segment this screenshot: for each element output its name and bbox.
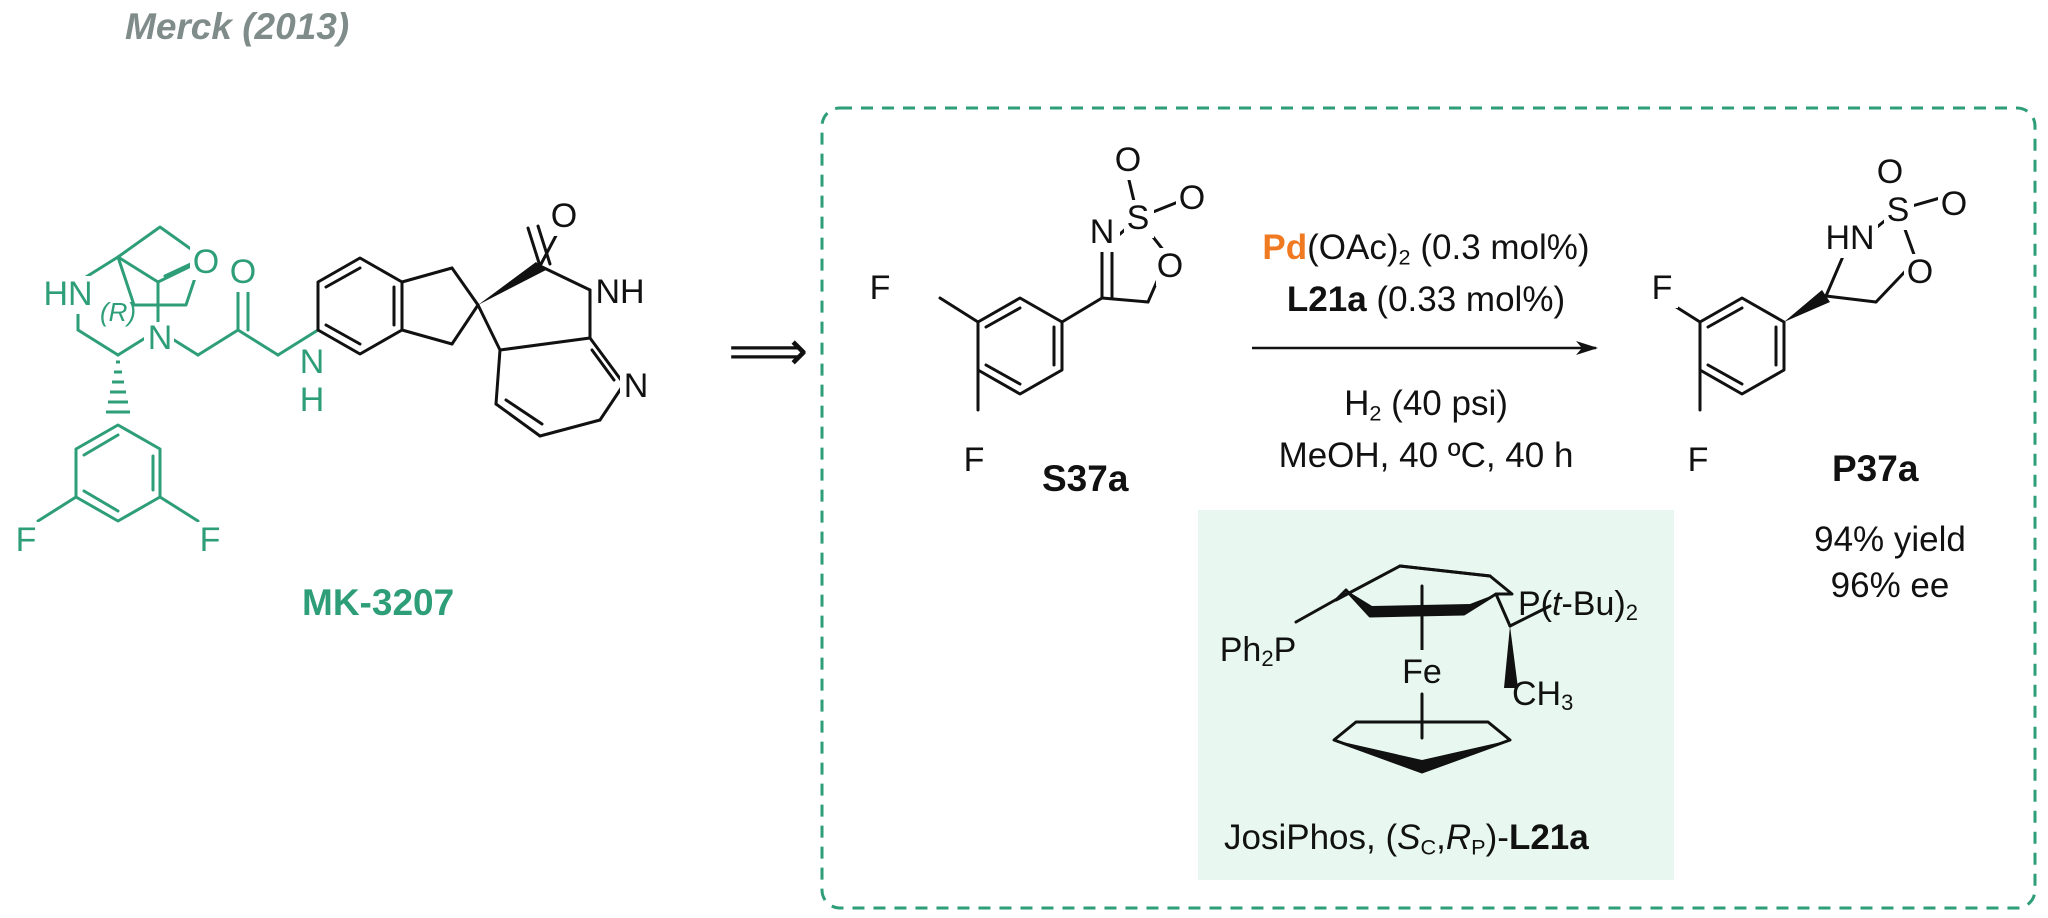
catalyst-subscript: 2 xyxy=(1398,244,1411,270)
p37a-f-bottom-label: F xyxy=(1688,441,1709,479)
mk3207-oxindole-o-label: O xyxy=(551,197,577,235)
mk3207-stereo-label: (R) xyxy=(100,297,136,327)
s37a-o-top-label: O xyxy=(1115,141,1141,179)
ligand-fe-label: Fe xyxy=(1402,653,1442,691)
josiphos-structure xyxy=(1294,564,1552,774)
mk3207-hn-label: HN xyxy=(43,275,92,313)
josiphos-r-subscript: P xyxy=(1471,834,1486,860)
retrosynthetic-arrow: ⟹ xyxy=(728,319,809,382)
mk3207-pyridine-n-label: N xyxy=(624,367,649,405)
josiphos-code: L21a xyxy=(1508,818,1589,857)
catalyst-loading: (0.3 mol%) xyxy=(1420,228,1590,267)
reaction-box xyxy=(820,106,2037,910)
hydrogen-label: H xyxy=(1344,384,1370,423)
mk3207-f-left-label: F xyxy=(16,521,37,559)
p37a-name: P37a xyxy=(1832,448,1919,489)
ee-label: 96% ee xyxy=(1830,566,1950,605)
josiphos-s-descriptor: S xyxy=(1397,818,1421,857)
mk3207-f-right-label: F xyxy=(200,521,221,559)
s37a-f-top-label: F xyxy=(870,269,891,307)
catalyst-acetate: (OAc) xyxy=(1307,228,1399,267)
ligand-line: L21a (0.33 mol%) xyxy=(1236,280,1616,320)
josiphos-s-subscript: C xyxy=(1420,834,1437,860)
ligand-panel xyxy=(1198,510,1674,880)
mk3207-amide-h-label: H xyxy=(300,381,325,419)
ligand-loading: (0.33 mol%) xyxy=(1376,280,1566,319)
yield-label: 94% yield xyxy=(1814,520,1966,559)
josiphos-close: )- xyxy=(1485,818,1509,857)
mk3207-lactam-o-label: O xyxy=(193,243,219,281)
p37a-o-right-label: O xyxy=(1941,185,1967,223)
mk3207-n-label: N xyxy=(148,319,173,357)
hydrogen-line: H2 (40 psi) xyxy=(1236,384,1616,426)
ligand-ch3-label: CH3 xyxy=(1512,675,1573,715)
mk3207-name: MK-3207 xyxy=(302,582,455,623)
p37a-f-top-label: F xyxy=(1652,269,1673,307)
scheme-header: Merck (2013) xyxy=(125,6,350,47)
solvent-line: MeOH, 40 ºC, 40 h xyxy=(1278,436,1574,475)
josiphos-label: JosiPhos, (SC,RP)-L21a xyxy=(1224,818,1589,860)
hydrogen-subscript: 2 xyxy=(1369,400,1382,426)
mk3207-amide-n-label: N xyxy=(300,343,325,381)
p37a-hn-label: HN xyxy=(1825,219,1874,257)
s37a-name: S37a xyxy=(1042,458,1129,499)
s37a-n-label: N xyxy=(1090,213,1115,251)
ligand-ptbu2-label: P(t-Bu)2 xyxy=(1518,585,1638,625)
josiphos-r-descriptor: R xyxy=(1445,818,1472,857)
s37a-o-right-label: O xyxy=(1179,179,1205,217)
ligand-code: L21a xyxy=(1286,280,1367,319)
s37a-s-label: S xyxy=(1127,199,1150,237)
p37a-s-label: S xyxy=(1887,191,1910,229)
mk3207-structure xyxy=(36,216,626,523)
hydrogen-pressure: (40 psi) xyxy=(1391,384,1508,423)
p37a-o-ring-label: O xyxy=(1907,253,1933,291)
catalyst-line: Pd(OAc)2 (0.3 mol%) xyxy=(1236,228,1616,270)
mk3207-oxindole-nh-label: NH xyxy=(595,273,644,311)
ligand-ph2p-label: Ph2P xyxy=(1220,631,1297,671)
s37a-o-ring-label: O xyxy=(1157,247,1183,285)
mk3207-amide-o-label: O xyxy=(230,253,256,291)
josiphos-comma: , xyxy=(1436,818,1446,857)
palladium-label: Pd xyxy=(1262,228,1308,267)
s37a-f-bottom-label: F xyxy=(964,441,985,479)
p37a-o-top-label: O xyxy=(1877,153,1903,191)
josiphos-name: JosiPhos, ( xyxy=(1224,818,1398,857)
